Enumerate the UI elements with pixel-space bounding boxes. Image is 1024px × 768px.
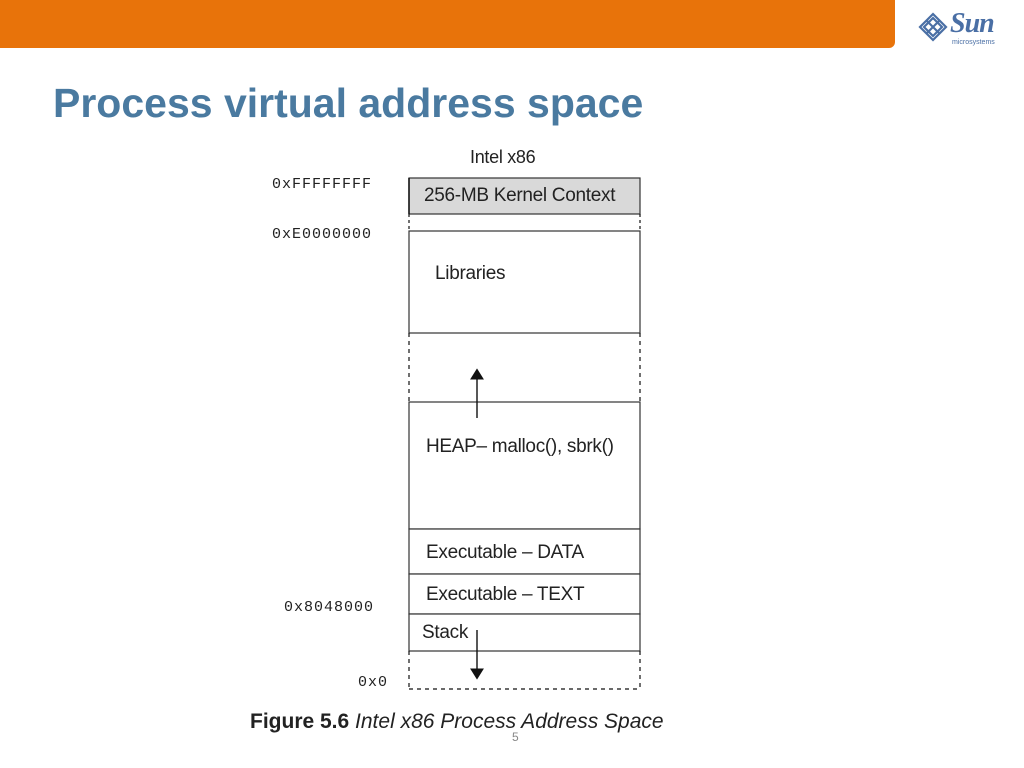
- text-segment: [408, 573, 641, 615]
- stack-label: Stack: [422, 622, 471, 644]
- figure-number: Figure 5.6: [250, 710, 350, 733]
- sun-logo: Sun microsystems: [918, 8, 1010, 48]
- address-top: 0xFFFFFFFF: [272, 176, 373, 193]
- sun-diamond-icon: [918, 12, 948, 42]
- libraries-label: Libraries: [435, 263, 506, 284]
- address-bottom: 0x0: [358, 674, 389, 691]
- kernel-label: 256-MB Kernel Context: [424, 185, 616, 206]
- page-number: 5: [512, 730, 519, 744]
- figure-caption: Figure 5.6 Intel x86 Process Address Spa…: [250, 710, 664, 734]
- diagram-heading: Intel x86: [470, 147, 536, 167]
- slide-title: Process virtual address space: [53, 80, 644, 126]
- header-bar: [0, 0, 895, 48]
- data-segment: [408, 528, 641, 575]
- address-kernel-start: 0xE0000000: [272, 226, 373, 243]
- heap-label: HEAP– malloc(), sbrk(): [426, 436, 614, 457]
- logo-subtitle: microsystems: [952, 39, 995, 46]
- data-label: Executable – DATA: [426, 542, 584, 563]
- text-label: Executable – TEXT: [426, 584, 585, 605]
- heap-segment: [408, 401, 641, 530]
- libraries-segment: [408, 230, 641, 334]
- logo-word: Sun: [950, 8, 995, 39]
- address-text-start: 0x8048000: [284, 599, 375, 616]
- figure-caption-text: Intel x86 Process Address Space: [355, 710, 664, 733]
